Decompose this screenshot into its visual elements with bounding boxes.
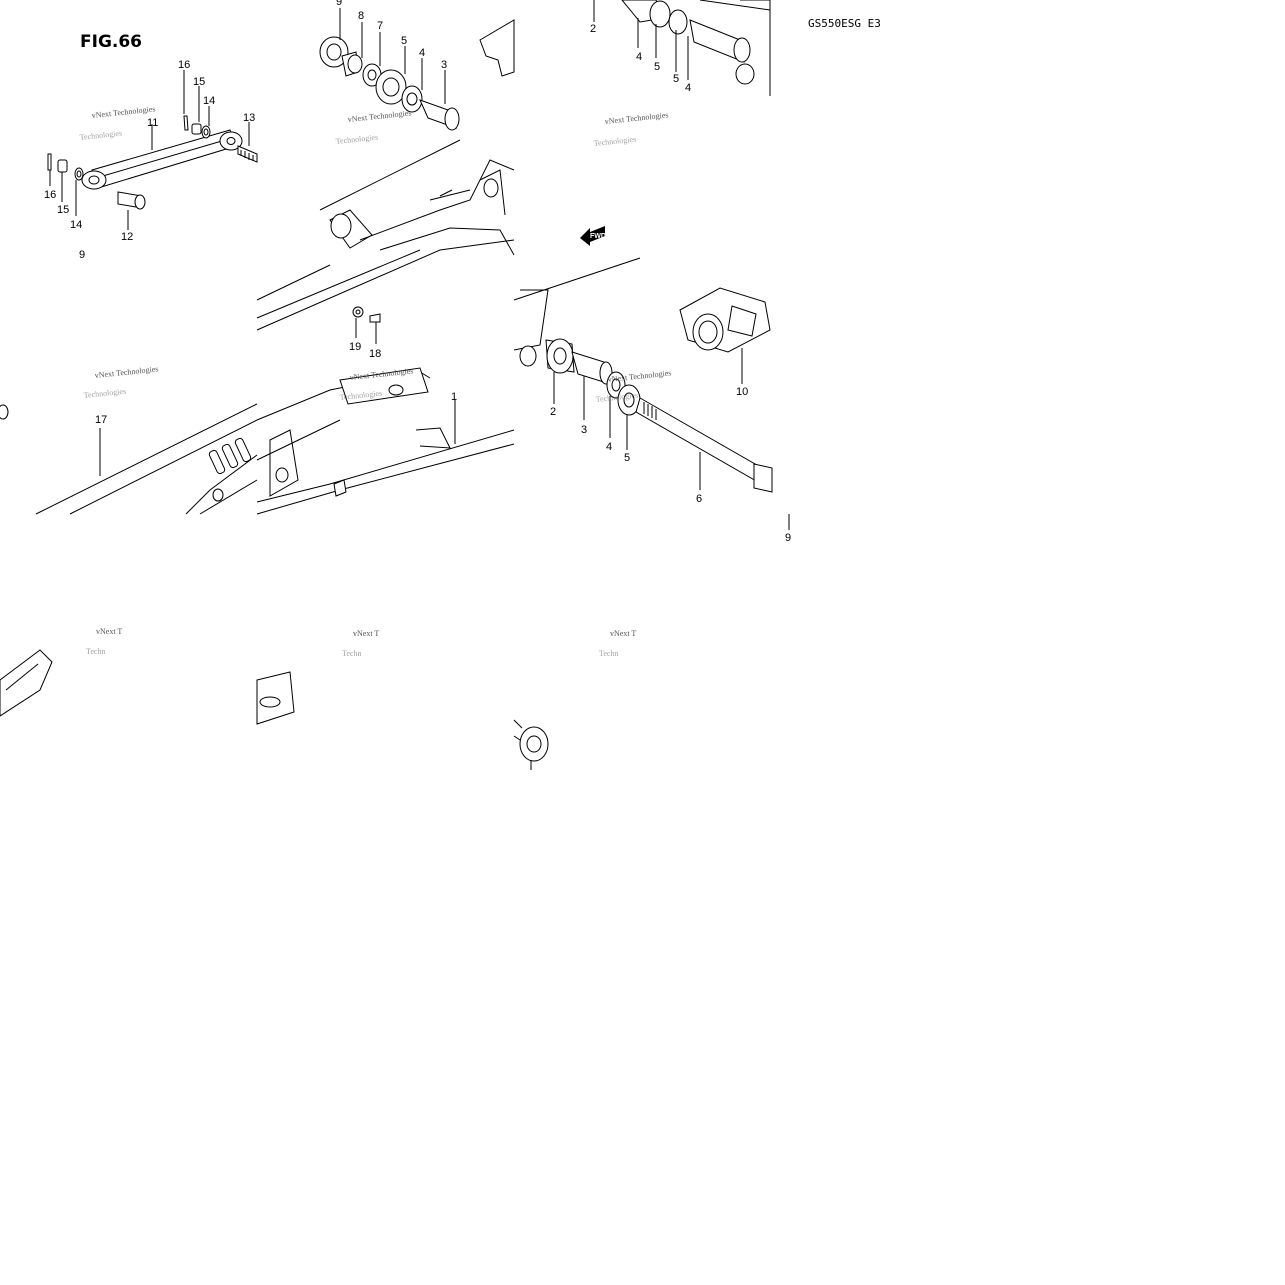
fwd-label: FWD	[590, 233, 606, 240]
callout-19: 19	[349, 341, 361, 353]
watermark-9b: Techn	[599, 649, 618, 658]
swingarm-pivot-tube	[339, 367, 429, 405]
callout-14-left: 14	[70, 219, 82, 231]
pivot-parts-top-group: 9 8 7 5 4 3	[319, 0, 515, 131]
watermark-5b: Technologies	[339, 389, 382, 402]
chain-slot-3	[234, 437, 252, 463]
callout-5-tr-b: 5	[673, 73, 679, 85]
bolt-18	[369, 313, 381, 323]
pivot-shaft-6	[635, 397, 763, 483]
washer-14-right	[201, 125, 211, 139]
nut-15-left	[57, 159, 68, 173]
callout-7: 7	[377, 20, 383, 32]
callout-11: 11	[147, 117, 158, 129]
callout-14-right: 14	[203, 95, 215, 107]
chain-slot-2	[221, 443, 239, 469]
callout-9-partial: 9	[79, 249, 85, 261]
washer-14-left	[74, 167, 84, 181]
callout-8: 8	[358, 10, 364, 22]
callout-17: 17	[95, 414, 107, 426]
callout-9: 9	[785, 532, 791, 544]
swingarm-body-group: 19 18	[256, 139, 515, 360]
callout-5: 5	[624, 452, 630, 464]
callout-2-top-right: 2	[590, 23, 596, 35]
nut-15-right	[191, 123, 202, 135]
watermark-4a: vNext Technologies	[94, 364, 159, 380]
callout-4-tr-a: 4	[636, 51, 642, 63]
callout-12: 12	[121, 231, 133, 243]
watermark-6b: Technologies	[595, 391, 638, 404]
callout-16-left: 16	[44, 189, 56, 201]
seal-5-top	[375, 69, 407, 105]
chain-guard-bracket	[479, 19, 515, 77]
callout-5-top: 5	[401, 35, 407, 47]
cotter-pin-16-right	[183, 115, 189, 131]
callout-9-top: 9	[336, 0, 342, 8]
shock-mount-eye	[483, 178, 499, 198]
model-code: GS550ESG E3	[808, 17, 881, 30]
callout-4-top: 4	[419, 47, 425, 59]
fwd-arrow-icon	[580, 226, 605, 246]
watermark-9a: vNext T	[610, 629, 636, 638]
callout-15-left: 15	[57, 204, 69, 216]
washer-19	[352, 306, 364, 318]
bolt-13	[237, 145, 258, 163]
callout-5-tr-a: 5	[654, 61, 660, 73]
edge-part-left	[0, 404, 9, 420]
callout-3-top: 3	[441, 59, 447, 71]
callout-4: 4	[606, 441, 612, 453]
bearing-9	[319, 36, 349, 68]
washer-4-top-right	[668, 9, 688, 35]
lower-pivot-eye	[275, 467, 289, 483]
lower-center-swingarm-group: 1	[256, 367, 515, 515]
callout-6: 6	[696, 493, 702, 505]
pivot-shaft-head	[753, 463, 773, 493]
fragment-left	[0, 649, 53, 717]
torque-link-group: 11 16 15 14 13 12 14 15 16 9	[44, 59, 258, 261]
watermark-3b: Technologies	[593, 135, 636, 148]
torque-link-rod	[91, 129, 237, 189]
callout-18: 18	[369, 348, 381, 360]
chain-slot-1	[208, 449, 226, 475]
chain-adjuster-10	[679, 287, 771, 353]
callout-15-right: 15	[193, 76, 205, 88]
callout-1: 1	[451, 391, 457, 403]
callout-3: 3	[581, 424, 587, 436]
watermark-2b: Technologies	[335, 133, 378, 146]
watermark-7b: Techn	[86, 647, 105, 656]
watermark-4b: Technologies	[83, 387, 126, 400]
mount-eye-top-right	[735, 63, 755, 85]
washer-4-top	[401, 85, 423, 113]
fragment-right-bearing	[519, 726, 549, 762]
callout-4-tr-b: 4	[685, 82, 691, 94]
lower-left-swingarm-group: 17	[0, 403, 258, 515]
callout-2: 2	[550, 406, 556, 418]
seal-5-top-right	[649, 0, 671, 28]
pivot-shaft-group: 2 3 4 5 6 10 9	[513, 257, 791, 544]
watermark-7a: vNext T	[96, 627, 122, 636]
callout-10: 10	[736, 386, 748, 398]
watermark-3a: vNext Technologies	[604, 110, 669, 126]
lower-fragments-group	[0, 649, 549, 770]
callout-13: 13	[243, 112, 255, 124]
watermark-8b: Techn	[342, 649, 361, 658]
watermark-1b: Technologies	[79, 129, 122, 142]
callout-16-right: 16	[178, 59, 190, 71]
watermark-2a: vNext Technologies	[347, 108, 412, 124]
figure-title: FIG.66	[80, 32, 142, 52]
watermark-8a: vNext T	[353, 629, 379, 638]
watermark-6a: vNext Technologies	[607, 368, 672, 384]
cotter-pin-16-left	[47, 153, 52, 171]
top-right-parts-group: 2 4 5 5 4	[590, 0, 771, 96]
fwd-arrow: FWD	[580, 226, 606, 246]
